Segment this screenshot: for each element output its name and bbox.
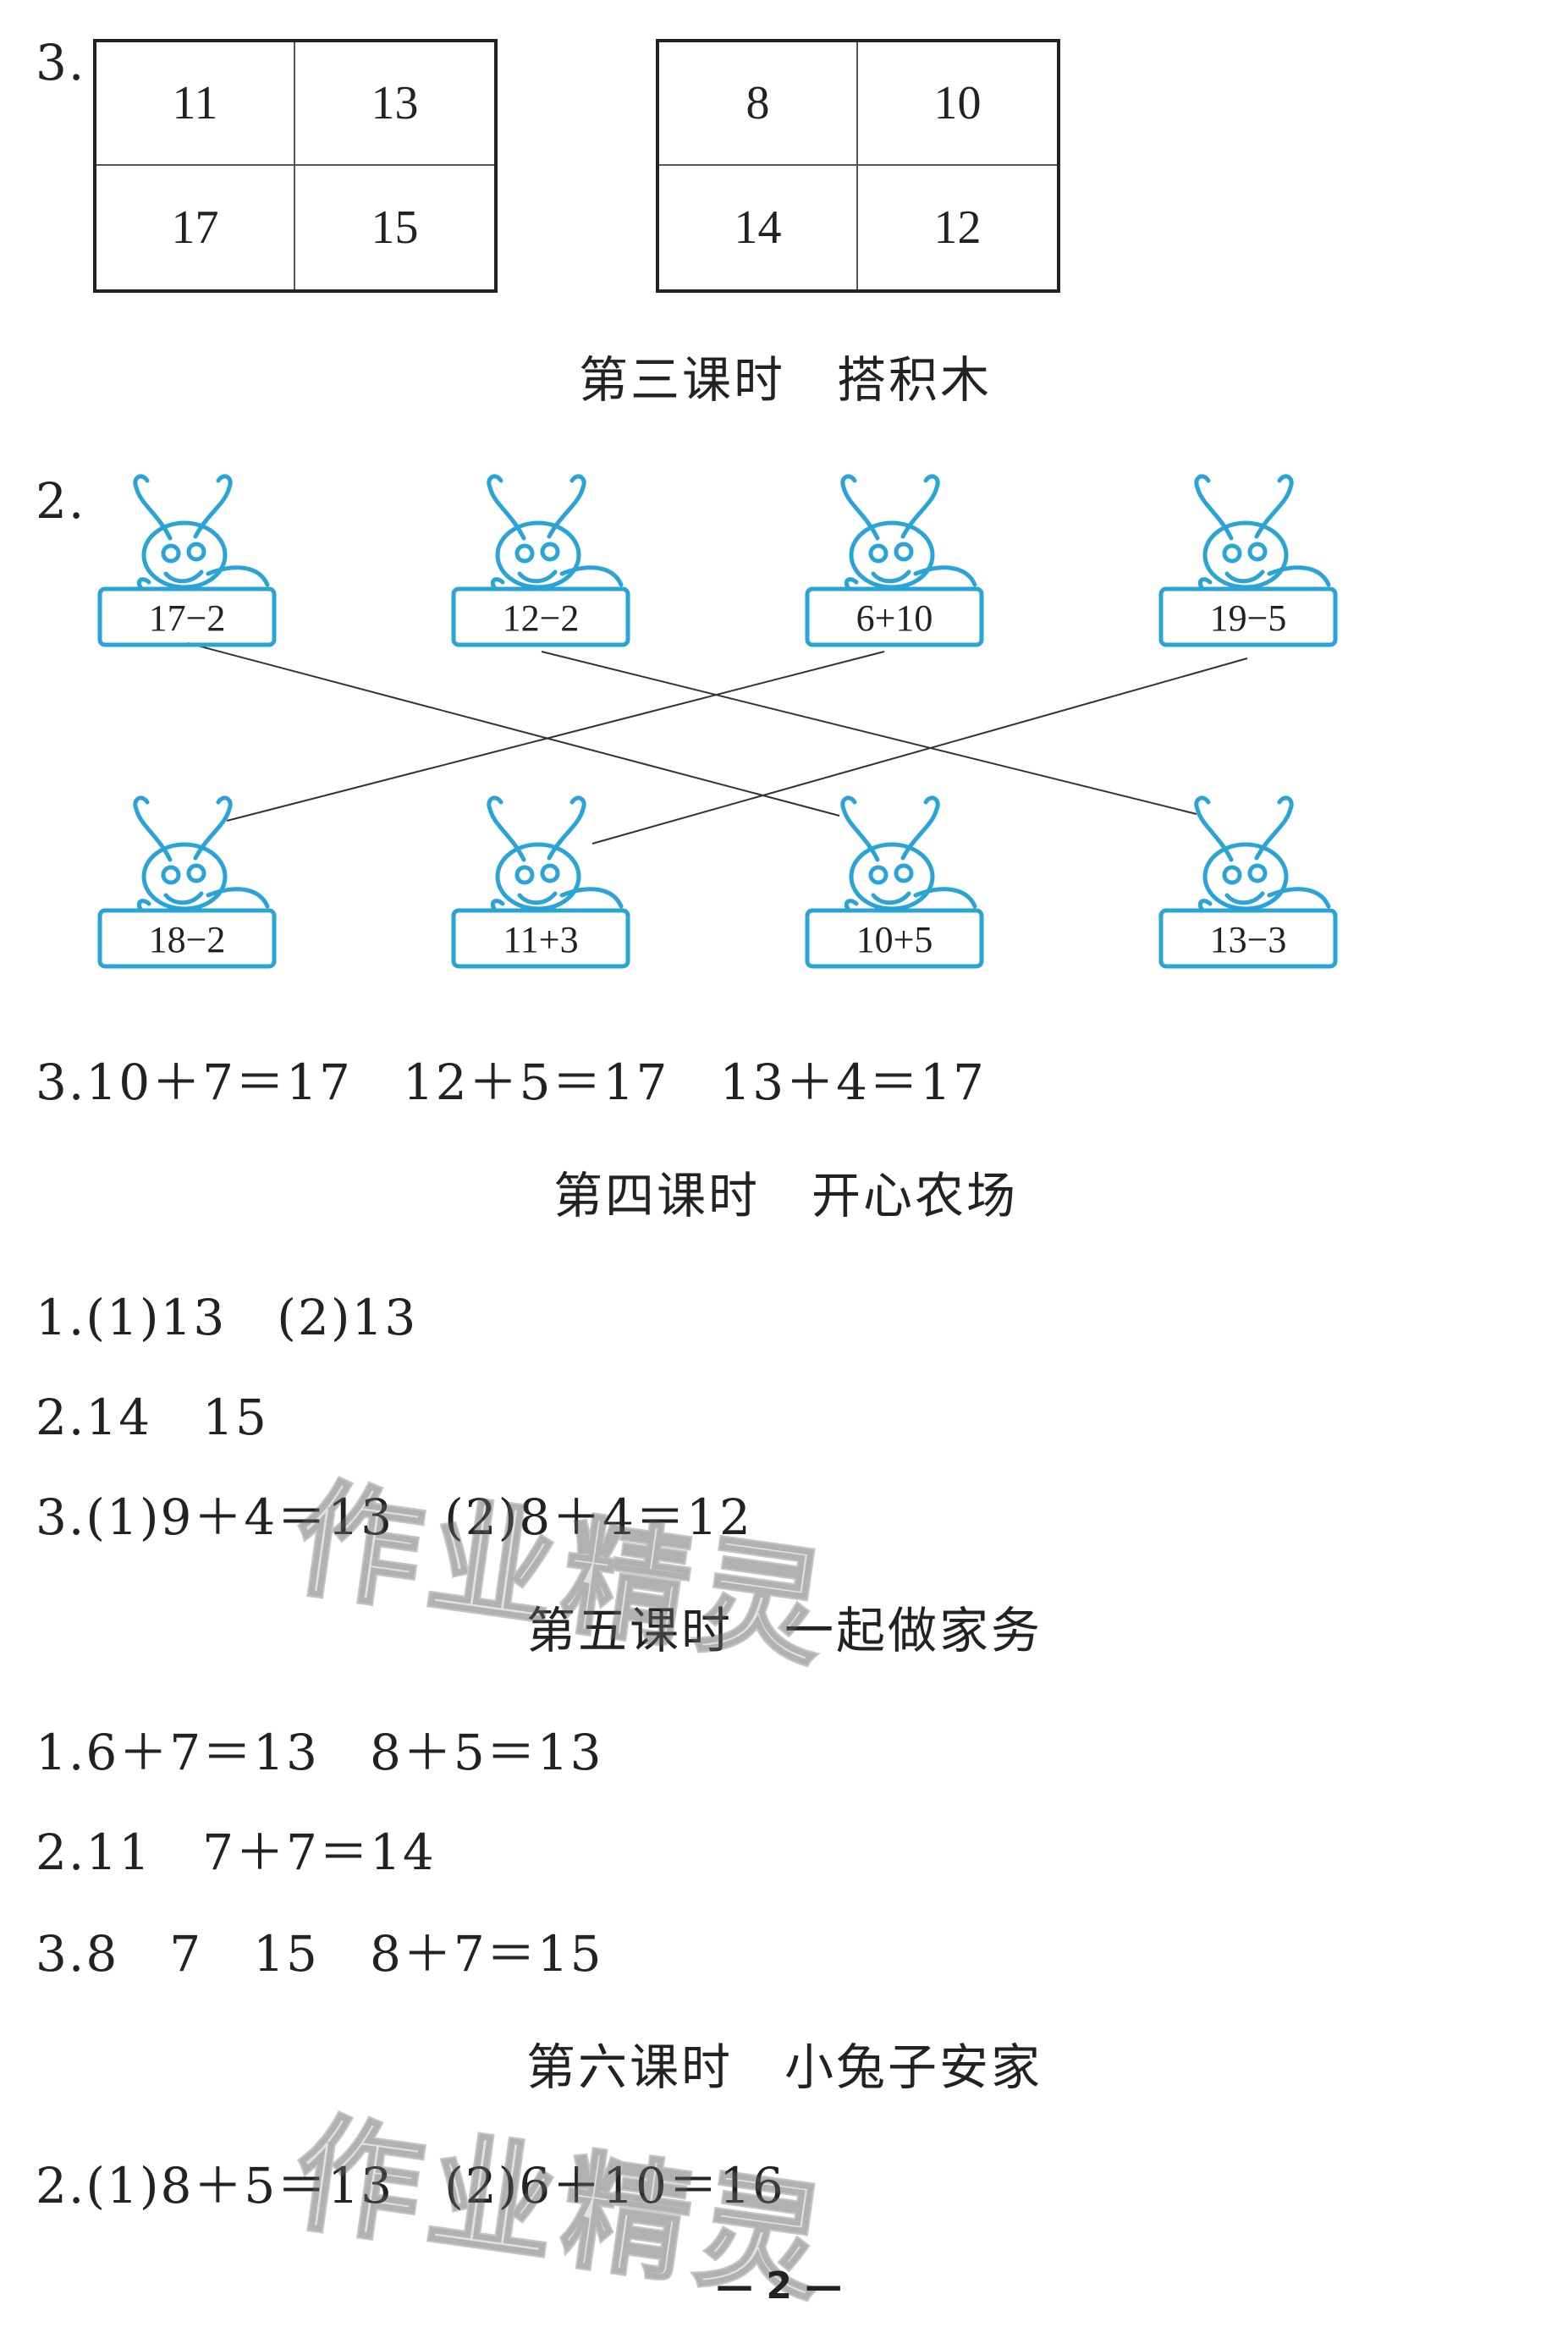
- ant-icon: [1158, 795, 1338, 969]
- grid-cell: 11: [96, 42, 295, 166]
- ant-card-top-4: 19−5: [1151, 470, 1351, 655]
- grid-cell: 15: [371, 201, 419, 254]
- page-number: — 2 —: [716, 2264, 843, 2308]
- section-heading-3: 第三课时 搭积木: [579, 351, 993, 409]
- ant-expression: 19−5: [1209, 597, 1287, 639]
- ant-expression: 13−3: [1209, 918, 1287, 960]
- answer-line: 2.(1)8＋5＝13 (2)6＋10＝16: [36, 2157, 785, 2214]
- grid-cell: 8: [659, 42, 858, 166]
- watermark-stamp: 作业精灵: [283, 1463, 844, 1687]
- answer-line-q3: 3.10＋7＝17 12＋5＝17 13＋4＝17: [36, 1053, 986, 1111]
- ant-icon: [805, 474, 984, 647]
- answer-line: 3.(1)9＋4＝13 (2)8＋4＝12: [36, 1488, 752, 1546]
- question-label-2: 2.: [36, 472, 86, 530]
- question-label-3: 3.: [36, 34, 86, 91]
- ant-card-bottom-1: 18−2: [90, 792, 289, 976]
- ant-card-top-3: 6+10: [797, 470, 997, 655]
- answer-line: 1.(1)13 (2)13: [36, 1289, 418, 1346]
- grid-cell: 17: [96, 166, 295, 289]
- ant-icon: [451, 474, 630, 647]
- ant-icon: [451, 795, 630, 969]
- ant-card-top-1: 17−2: [90, 470, 289, 655]
- ant-icon: [97, 795, 277, 969]
- answer-line: 1.6＋7＝13 8＋5＝13: [36, 1724, 603, 1781]
- answer-line: 2.14 15: [36, 1389, 268, 1446]
- ant-icon: [1158, 474, 1338, 647]
- ant-card-top-2: 12−2: [443, 470, 643, 655]
- ant-card-bottom-3: 10+5: [797, 792, 997, 976]
- ant-expression: 12−2: [502, 597, 580, 639]
- grid-cell: 10: [858, 42, 1057, 166]
- ant-expression: 11+3: [503, 918, 579, 960]
- ant-expression: 18−2: [148, 918, 226, 960]
- answer-line: 2.11 7＋7＝14: [36, 1824, 436, 1881]
- matching-lines: [187, 642, 1248, 844]
- grid-cell: 12: [933, 201, 982, 254]
- ant-card-bottom-2: 11+3: [443, 792, 643, 976]
- answer-line: 3.8 7 15 8＋7＝15: [36, 1925, 603, 1983]
- grid-cell: 13: [295, 42, 494, 166]
- ant-icon: [97, 474, 277, 647]
- ant-expression: 17−2: [148, 597, 226, 639]
- section-heading-4: 第四课时 开心农场: [553, 1167, 1019, 1224]
- section-heading-6: 第六课时 小兔子安家: [526, 2038, 1043, 2096]
- number-grid-left: 11 13 17 15: [93, 39, 498, 293]
- number-grid-right: 8 10 14 12: [656, 39, 1060, 293]
- ant-card-bottom-4: 13−3: [1151, 792, 1351, 976]
- ant-icon: [805, 795, 984, 969]
- ant-expression: 10+5: [856, 918, 933, 960]
- grid-cell: 14: [659, 166, 858, 289]
- ant-expression: 6+10: [856, 597, 933, 639]
- section-heading-5: 第五课时 一起做家务: [526, 1602, 1043, 1659]
